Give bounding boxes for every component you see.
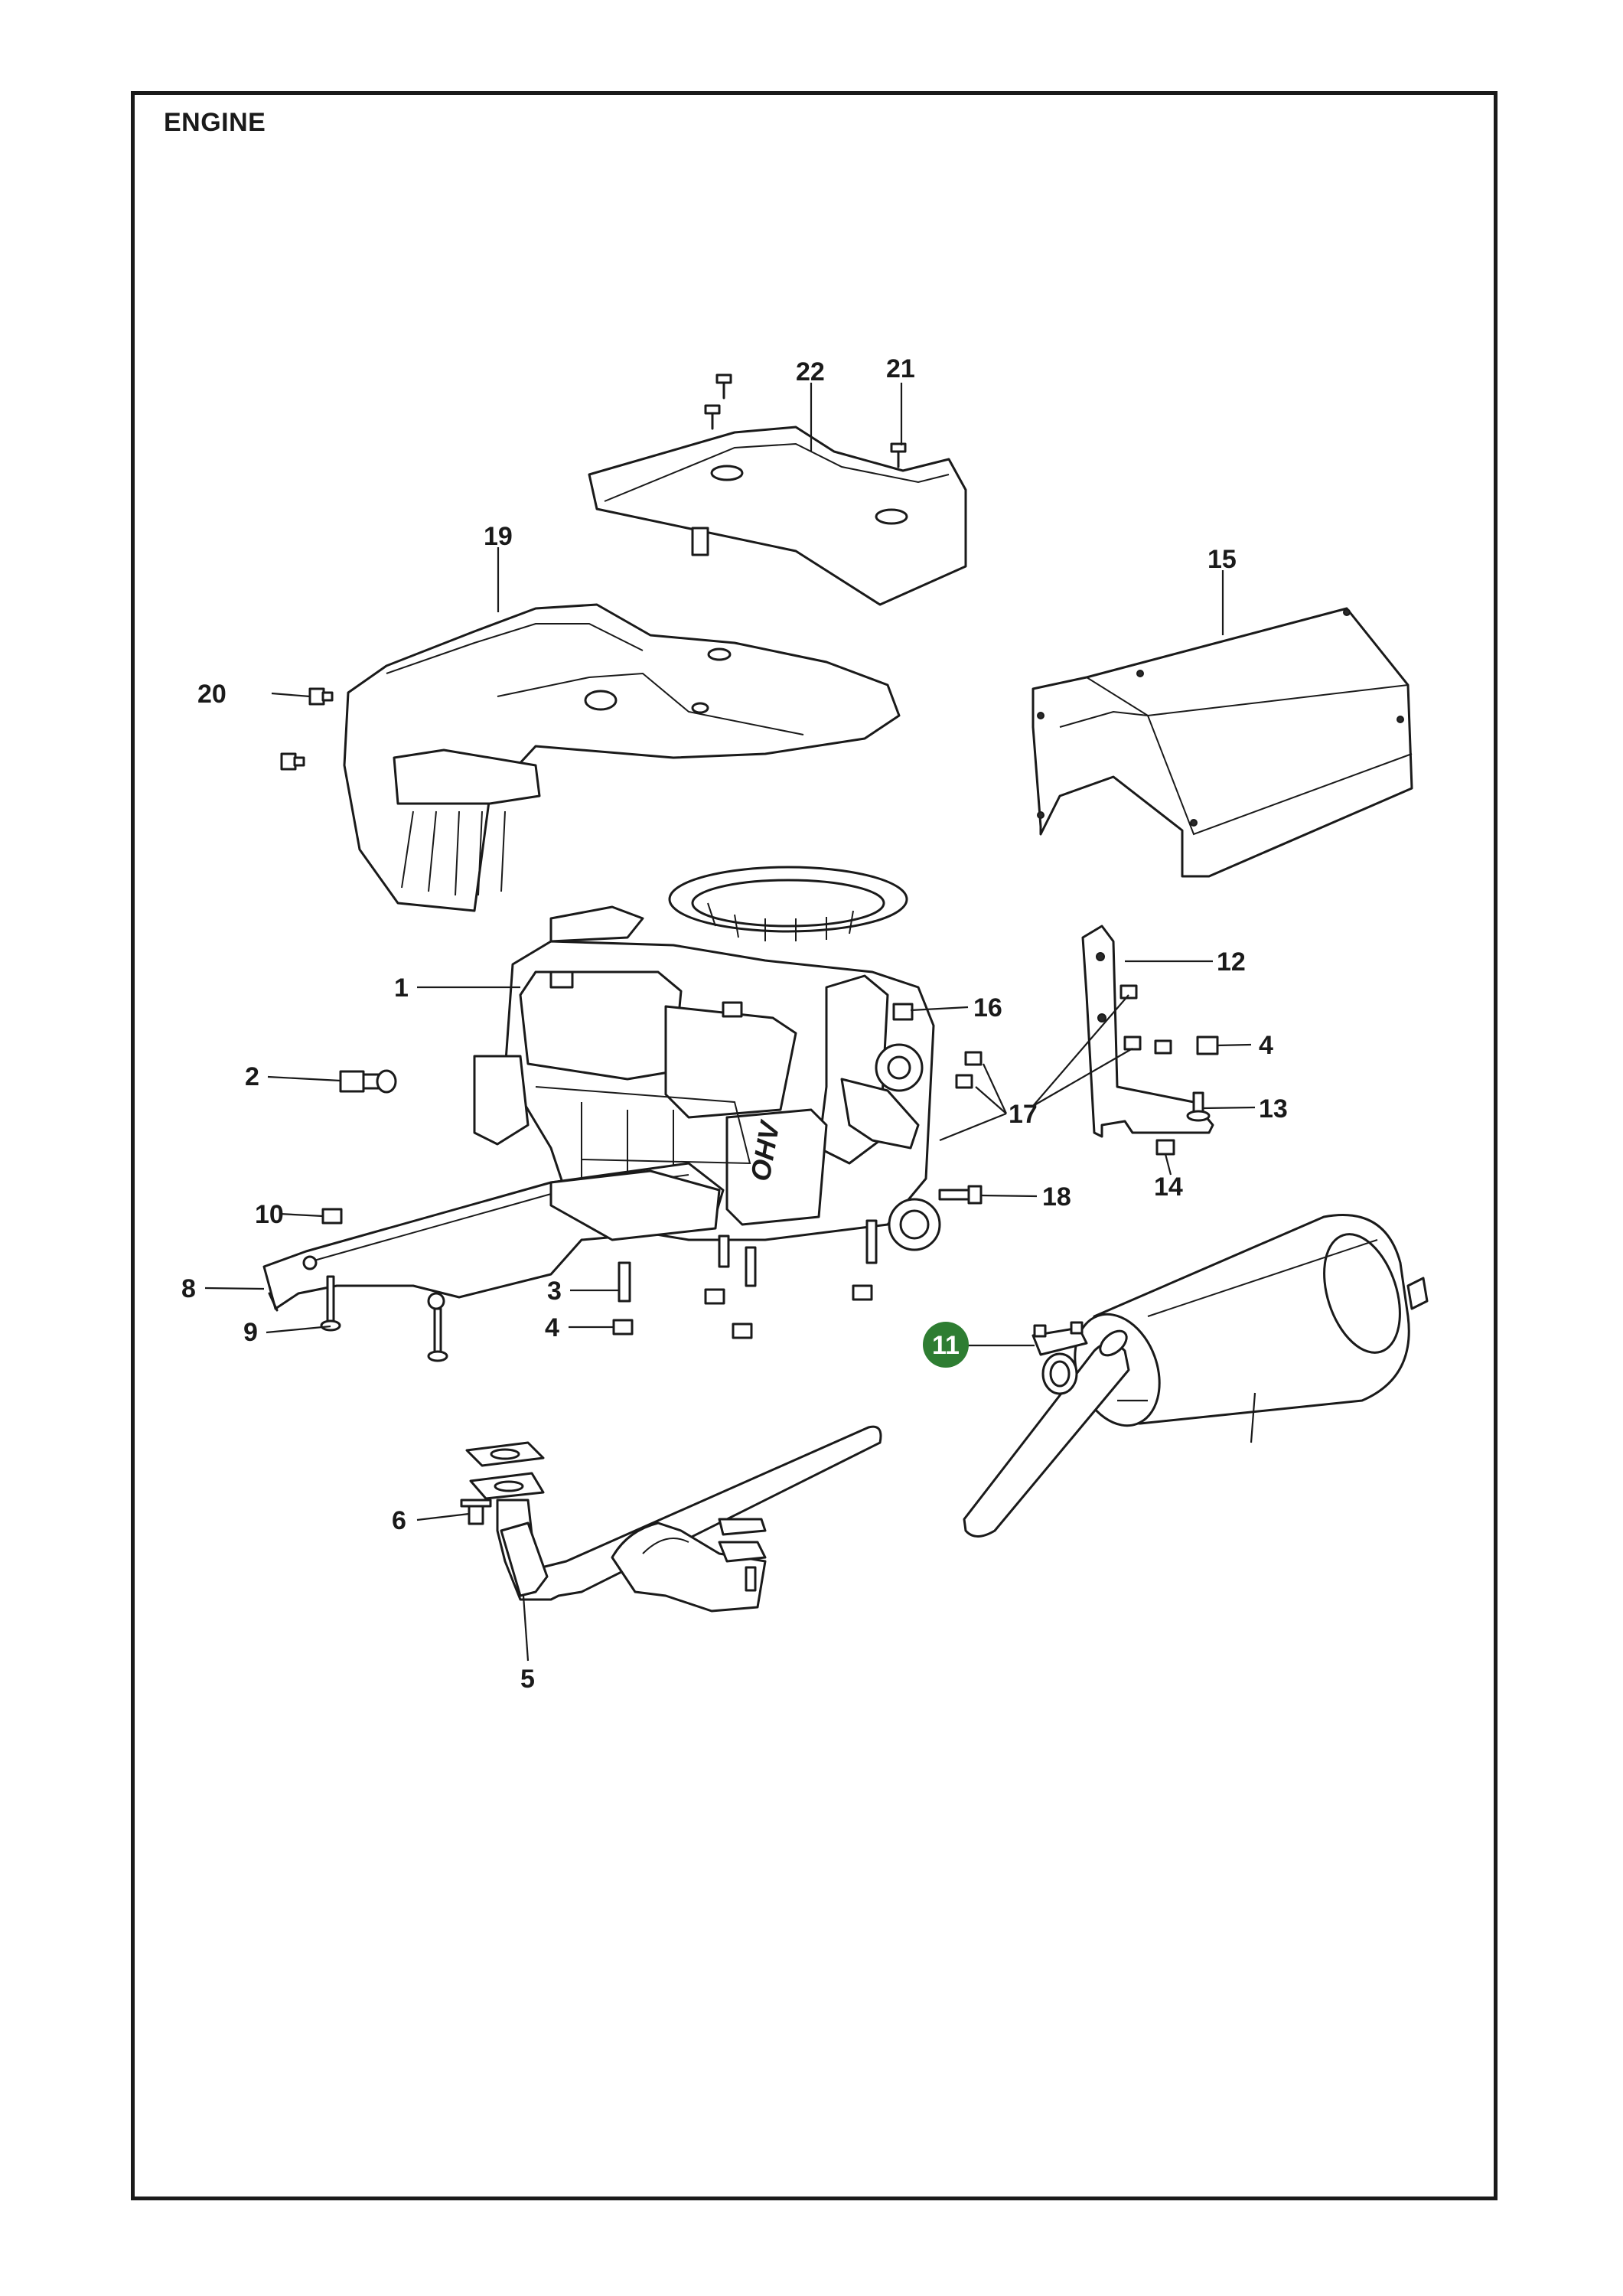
callout-2: 2 xyxy=(245,1062,259,1091)
callout-6: 6 xyxy=(392,1506,406,1535)
callout-13: 14 xyxy=(1154,1172,1183,1202)
callout-15: 16 xyxy=(973,993,1002,1022)
part-22-muffler[interactable] xyxy=(963,1214,1429,1538)
part-9-nut[interactable] xyxy=(321,1208,343,1225)
callout-4-right: 4 xyxy=(1259,1031,1273,1060)
callout-19: 20 xyxy=(197,680,227,709)
part-11-bracket[interactable] xyxy=(1081,925,1214,1138)
callout-17: 18 xyxy=(1042,1182,1071,1212)
callout-18: 19 xyxy=(484,522,513,551)
part-4-nut-right[interactable] xyxy=(1154,1035,1219,1055)
part-14-heat-shield[interactable] xyxy=(1031,607,1413,878)
part-6-bolt[interactable] xyxy=(460,1499,492,1525)
callout-14: 15 xyxy=(1207,545,1237,574)
part-20-top-shroud[interactable] xyxy=(588,426,967,606)
callout-21: 21 xyxy=(886,354,915,383)
part-21-screw[interactable] xyxy=(704,373,907,468)
part-8-bolt[interactable] xyxy=(320,1275,448,1362)
part-13-nut[interactable] xyxy=(1155,1139,1175,1156)
part-10-clamp[interactable] xyxy=(1031,1321,1088,1395)
part-3-stud[interactable] xyxy=(618,1261,631,1303)
callout-1: 1 xyxy=(394,974,409,1003)
diagram-frame xyxy=(131,91,1498,2200)
callout-12: 13 xyxy=(1259,1094,1288,1124)
callout-8: 9 xyxy=(243,1318,258,1347)
part-7-bracket[interactable] xyxy=(262,1162,725,1312)
callout-4-left: 4 xyxy=(545,1313,559,1342)
part-17-bolt[interactable] xyxy=(938,1185,983,1205)
part-2-sensor[interactable] xyxy=(339,1069,397,1094)
part-19-screw[interactable] xyxy=(280,687,334,771)
callout-20: 22 xyxy=(796,357,825,386)
callout-16: 17 xyxy=(1009,1100,1038,1129)
callout-10-highlight[interactable]: 11 xyxy=(923,1322,969,1368)
part-12-bolt[interactable] xyxy=(1186,1091,1211,1122)
callout-3: 3 xyxy=(547,1277,562,1306)
part-18-blower-housing[interactable] xyxy=(343,603,901,912)
page-title: ENGINE xyxy=(164,108,266,137)
part-1-engine[interactable]: OHV xyxy=(473,866,941,1287)
callout-5: 5 xyxy=(520,1665,535,1694)
part-15-bolt[interactable] xyxy=(892,1003,914,1021)
callout-labels: 22 21 19 20 15 1 12 16 2 4 17 13 14 18 1… xyxy=(181,354,1288,1694)
part-16-nuts[interactable] xyxy=(955,984,1142,1089)
callout-7: 8 xyxy=(181,1274,196,1303)
leader-lines xyxy=(204,383,1256,1662)
callout-10: 11 xyxy=(932,1331,960,1360)
callout-9: 10 xyxy=(255,1200,284,1229)
part-4-nut-left[interactable] xyxy=(612,1284,873,1339)
part-5-exhaust-pipe[interactable] xyxy=(465,1425,882,1613)
callout-11: 12 xyxy=(1217,947,1246,977)
